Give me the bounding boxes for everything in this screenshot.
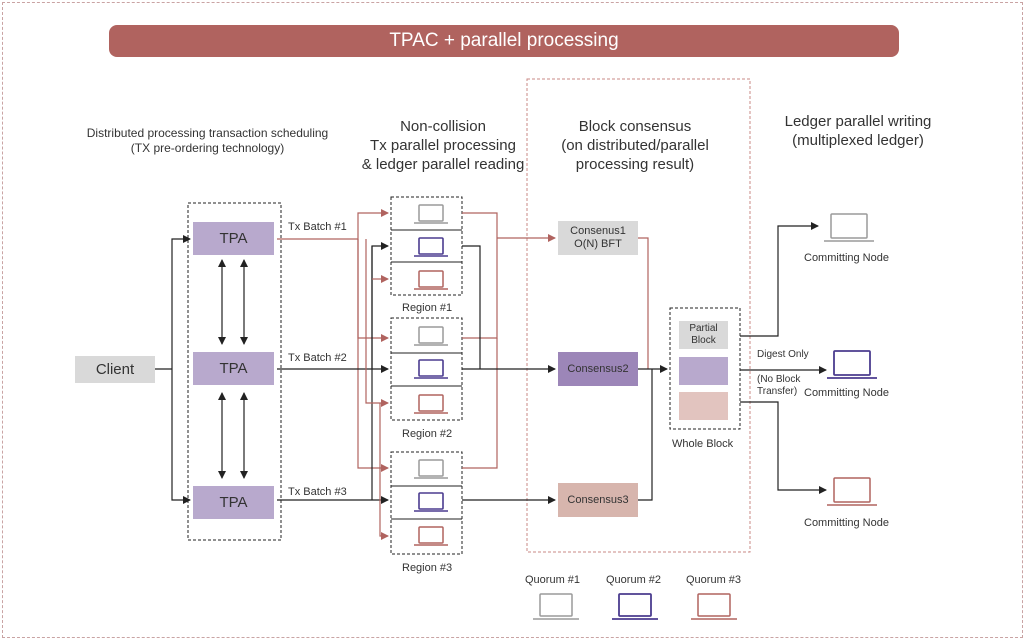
digest-only-label: Digest Only [757, 349, 809, 360]
laptop-icon-r3-purple [414, 492, 448, 512]
block-to-committing [740, 222, 827, 494]
header-consensus: Block consensus (on distributed/parallel… [520, 117, 750, 174]
whole-block-box [669, 307, 741, 430]
consensus-1-line2: O(N) BFT [574, 238, 622, 250]
laptop-icon-quorum-1 [533, 593, 579, 620]
region-3-box [390, 451, 463, 555]
partial-block: Partial Block [679, 321, 728, 349]
header-scheduling: Distributed processing transaction sched… [40, 126, 375, 156]
region-2-box [390, 317, 463, 421]
laptop-icon-quorum-2 [612, 593, 658, 620]
partial-block-line1: Partial [689, 323, 718, 334]
header-noncollision-line2: Tx parallel processing [370, 137, 516, 154]
header-ledger-line2: (multiplexed ledger) [792, 132, 924, 149]
header-noncollision: Non-collision Tx parallel processing & l… [318, 117, 568, 174]
block-consensus-box [526, 78, 751, 553]
tpa-node-2: TPA [193, 352, 274, 385]
consensus-3: Consensus3 [558, 483, 638, 517]
tpa-node-3: TPA [193, 486, 274, 519]
laptop-icon-commit-gray [824, 213, 874, 242]
header-ledger: Ledger parallel writing (multiplexed led… [748, 112, 968, 150]
laptop-icon-quorum-3 [691, 593, 737, 620]
region-to-consensus1 [462, 212, 556, 469]
committing-node-label-3: Committing Node [804, 517, 889, 529]
laptop-icon-r1-purple [414, 237, 448, 257]
diagram-title: TPAC + parallel processing [109, 25, 899, 57]
laptop-icon-r1-gray [414, 204, 448, 224]
region-to-consensus2-3 [462, 245, 556, 504]
laptop-icon-r3-gray [414, 459, 448, 479]
committing-node-label-1: Committing Node [804, 252, 889, 264]
tpa-group-box [187, 202, 282, 541]
tpa-sync-arrows [218, 259, 248, 479]
block-part-red [679, 392, 728, 420]
consensus-to-block [638, 365, 668, 501]
header-scheduling-line1: Distributed processing transaction sched… [86, 126, 329, 140]
tpa-node-1: TPA [193, 222, 274, 255]
quorum-label-2: Quorum #2 [606, 574, 662, 586]
tx-batch-label-2: Tx Batch #2 [288, 352, 347, 364]
laptop-icons-regions [414, 204, 448, 546]
no-block-line1: (No Block [757, 374, 801, 385]
committing-node-label-2: Committing Node [804, 387, 889, 399]
header-consensus-line2: (on distributed/parallel [561, 137, 709, 154]
consensus-2: Consensus2 [558, 352, 638, 386]
tx-batch-2-3-arrows [277, 242, 389, 504]
header-consensus-line3: processing result) [575, 156, 695, 173]
laptop-icon-r1-red [414, 270, 448, 290]
laptop-icon-commit-purple [827, 350, 877, 379]
region-1-box [390, 196, 463, 296]
laptop-icon-r2-red [414, 394, 448, 414]
region-separators [391, 229, 462, 520]
header-consensus-line1: Block consensus [578, 118, 692, 135]
laptop-icon-commit-red [827, 477, 877, 506]
region-label-2: Region #2 [402, 428, 453, 440]
region-label-1: Region #1 [402, 302, 453, 314]
tx-batch-label-1: Tx Batch #1 [288, 221, 347, 233]
consensus1-to-block [638, 237, 649, 369]
header-scheduling-line2: (TX pre-ordering technology) [130, 141, 285, 155]
header-ledger-line1: Ledger parallel writing [784, 113, 932, 130]
quorum-label-3: Quorum #3 [686, 574, 742, 586]
region-label-3: Region #3 [402, 562, 453, 574]
header-noncollision-line3: & ledger parallel reading [361, 156, 525, 173]
laptop-icon-r2-gray [414, 326, 448, 346]
laptop-icon-r2-purple [414, 359, 448, 379]
header-noncollision-line1: Non-collision [400, 118, 486, 135]
tx-batch-1-arrows [277, 209, 389, 472]
partial-block-line2: Block [691, 335, 716, 346]
client-tpa-connectors [155, 235, 191, 504]
client-node: Client [75, 356, 155, 383]
ledger-read-red-arrows [365, 239, 389, 540]
tx-batch-label-3: Tx Batch #3 [288, 486, 347, 498]
no-block-transfer-label: (No Block Transfer) [757, 374, 800, 398]
consensus-1-line1: Consenus1 [570, 225, 626, 237]
whole-block-label: Whole Block [672, 438, 734, 450]
no-block-line2: Transfer) [757, 386, 798, 397]
consensus-1: Consenus1 O(N) BFT [558, 221, 638, 255]
quorum-label-1: Quorum #1 [525, 574, 581, 586]
block-part-purple [679, 357, 728, 385]
laptop-icon-r3-red [414, 526, 448, 546]
